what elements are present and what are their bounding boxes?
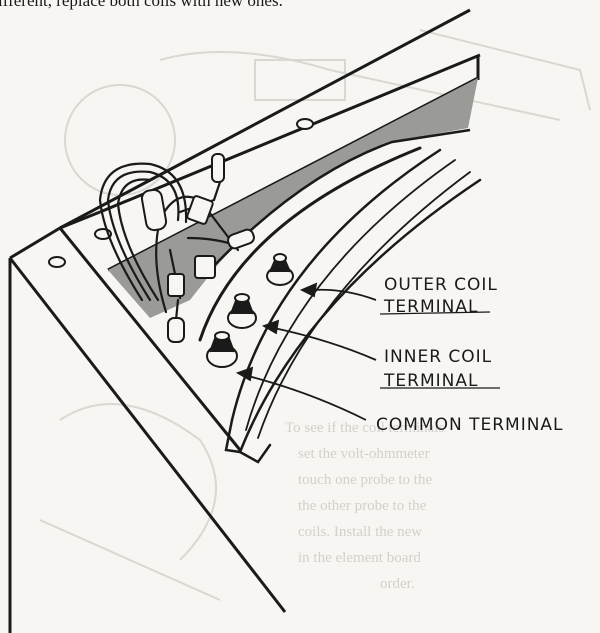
wire-connector [194,255,216,279]
wire-connector [227,228,255,250]
inner-coil-label: INNER COIL [384,347,492,367]
label-underline [379,311,491,315]
svg-text:in the element board: in the element board [298,550,421,566]
outer-terminal-arrow [311,288,377,301]
wire-connector [167,317,185,343]
common-terminal-arrow [247,375,367,421]
outer-coil-label-terminal: TERMINAL [383,297,478,317]
svg-text:set the volt-ohmmeter: set the volt-ohmmeter [298,446,430,462]
svg-text:touch one probe to the: touch one probe to the [298,472,432,488]
wire-connectors [140,153,255,343]
outer-coil-label: OUTER COIL [384,275,498,295]
svg-text:order.: order. [380,576,415,592]
svg-text:coils. Install the new: coils. Install the new [298,524,422,540]
element-board [198,146,482,464]
inner-terminal-arrow [273,327,377,361]
wire-connector [167,273,185,297]
mounting-hole [296,118,314,130]
inner-coil-label-terminal: TERMINAL [383,371,478,391]
svg-text:the other probe to the: the other probe to the [298,498,427,514]
inner-coil-terminal [227,293,257,329]
mounting-holes [48,118,314,268]
svg-text:To see if the coil terminals: To see if the coil terminals [285,420,444,436]
outer-coil-terminal [266,253,294,286]
common-terminal [206,331,238,368]
background-ghost-artwork [39,29,591,601]
common-terminal-label: COMMON TERMINAL [376,415,564,435]
wire-connector [186,195,214,225]
wire-connector [211,153,225,183]
background-ghost-text: To see if the coil terminals set the vol… [285,420,444,592]
wire-sleeve [140,188,168,232]
mounting-hole [48,256,66,268]
caption-fragment: ifferent, replace both coils with new on… [0,0,283,10]
leader-arrows [235,282,377,421]
